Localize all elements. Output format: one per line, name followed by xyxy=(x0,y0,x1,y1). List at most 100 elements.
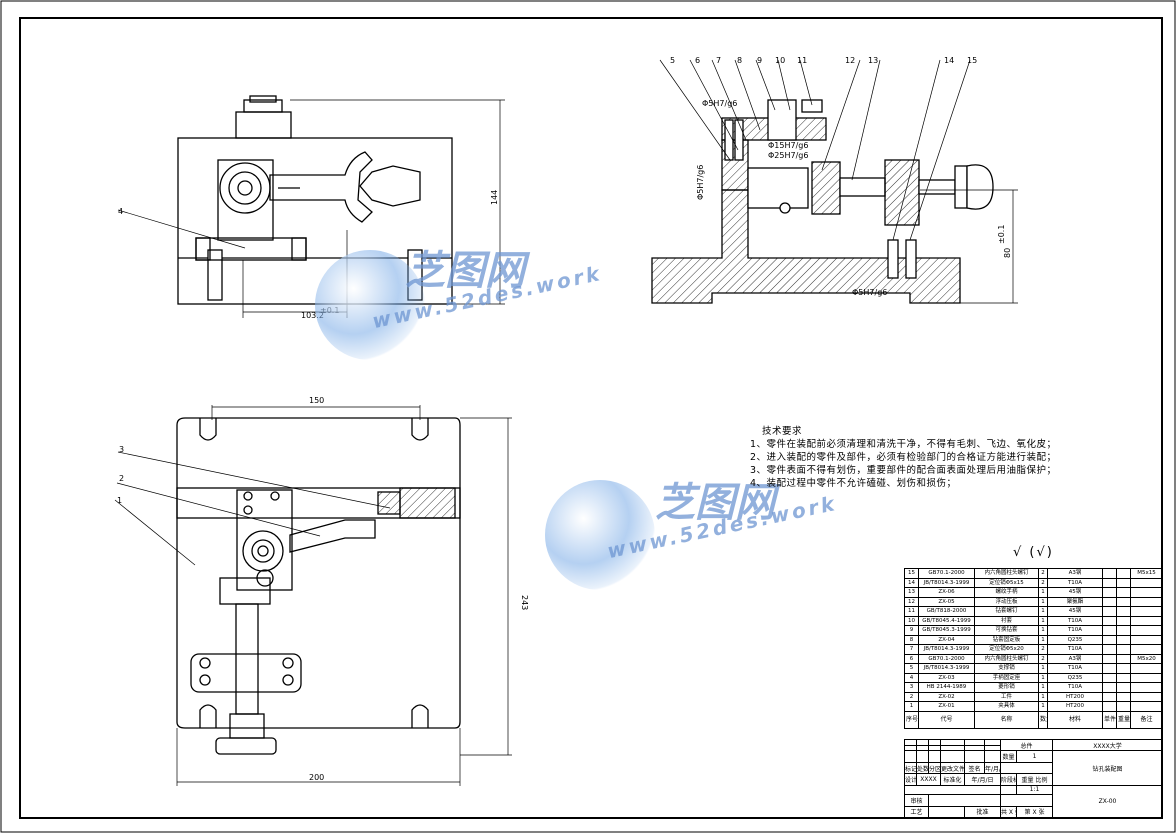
bom-cell-code: ZX-06 xyxy=(918,587,975,598)
fit-callout-1: Φ5H7/g6 xyxy=(702,99,737,108)
surface-roughness-symbol: √ (√) xyxy=(1013,545,1054,560)
bom-cell-code: JB/T8014.3-1999 xyxy=(918,663,975,674)
bom-cell-material: 聚氨酯 xyxy=(1047,596,1103,607)
bom-cell-material: T10A xyxy=(1047,577,1103,588)
bom-cell-note xyxy=(1130,701,1163,712)
bom-cell-note xyxy=(1130,577,1163,588)
svg-text:12: 12 xyxy=(845,56,855,65)
bom-cell-weight-total xyxy=(1116,682,1131,693)
bom-cell-code: GB70.1-2000 xyxy=(918,653,975,664)
svg-text:13: 13 xyxy=(868,56,878,65)
bom-header-name: 名称 xyxy=(974,710,1039,729)
count-label: 处数 xyxy=(916,761,929,775)
bom-cell-material: A3钢 xyxy=(1047,568,1103,579)
signature-label: 签名 xyxy=(964,761,985,775)
bom-cell-name: 内六角圆柱头螺钉 xyxy=(974,568,1039,579)
front-dim-width-tol: ±0.1 xyxy=(320,306,339,315)
bom-cell-weight xyxy=(1102,606,1117,617)
bom-cell-name: 螺纹手柄 xyxy=(974,587,1039,598)
bom-cell-weight xyxy=(1102,625,1117,636)
bom-cell-no: 14 xyxy=(904,577,919,588)
fit-callout-4: Φ5H7/g6 xyxy=(696,165,705,200)
bom-cell-weight-total xyxy=(1116,596,1131,607)
bom-header-weight: 单件 总计 xyxy=(1102,710,1117,729)
bom-cell-qty: 1 xyxy=(1038,625,1048,636)
front-label-4: 4 xyxy=(118,207,123,216)
bom-cell-code: JB/T8014.3-1999 xyxy=(918,577,975,588)
fit-callout-5: Φ5H7/g6 xyxy=(852,288,887,297)
bom-cell-material: T10A xyxy=(1047,682,1103,693)
bom-cell-code: ZX-03 xyxy=(918,672,975,683)
school-name: XXXX大学 xyxy=(1052,738,1164,752)
bom-cell-name: 夹具体 xyxy=(974,701,1039,712)
bom-cell-material: A3钢 xyxy=(1047,653,1103,664)
drawing-number: ZX-00 xyxy=(1052,784,1164,819)
bom-cell-code: GB/T8045.4-1999 xyxy=(918,615,975,626)
bom-cell-no: 7 xyxy=(904,644,919,655)
bom-cell-weight xyxy=(1102,568,1117,579)
plan-label-3: 3 xyxy=(119,445,124,454)
bom-cell-weight xyxy=(1102,644,1117,655)
drawing-name: 钻孔装配图 xyxy=(1052,750,1164,786)
bom-cell-note xyxy=(1130,682,1163,693)
bom-cell-qty: 2 xyxy=(1038,577,1048,588)
tech-item: 3、零件表面不得有划伤，重要部件的配合面表面处理后用油脂保护； xyxy=(750,465,1057,476)
bom-cell-no: 6 xyxy=(904,653,919,664)
bom-cell-name: 手柄固定座 xyxy=(974,672,1039,683)
tech-item: 1、零件在装配前必须清理和清洗干净，不得有毛刺、飞边、氧化皮； xyxy=(750,439,1057,450)
bom-cell-material: Q235 xyxy=(1047,672,1103,683)
bom-cell-weight-total xyxy=(1116,653,1131,664)
bom-cell-weight-total xyxy=(1116,672,1131,683)
bom-cell-note xyxy=(1130,672,1163,683)
bom-cell-weight xyxy=(1102,587,1117,598)
bom-cell-no: 12 xyxy=(904,596,919,607)
bom-cell-code: ZX-05 xyxy=(918,596,975,607)
bom-cell-name: 定位销Φ5x15 xyxy=(974,577,1039,588)
bom-cell-name: 内六角圆柱头螺钉 xyxy=(974,653,1039,664)
plan-label-1: 1 xyxy=(117,496,122,505)
svg-text:9: 9 xyxy=(757,56,762,65)
bom-cell-material: T10A xyxy=(1047,644,1103,655)
fit-callout-2: Φ15H7/g6 xyxy=(768,141,808,150)
bom-cell-weight xyxy=(1102,672,1117,683)
sheet-label: 第 X 张 xyxy=(1015,805,1054,819)
bom-cell-no: 10 xyxy=(904,615,919,626)
bom-cell-no: 4 xyxy=(904,672,919,683)
side-dim-height-tol: ±0.1 xyxy=(997,225,1006,244)
bom-cell-material: 45钢 xyxy=(1047,606,1103,617)
svg-text:6: 6 xyxy=(695,56,700,65)
qty-label: 数量 xyxy=(1000,750,1017,763)
svg-text:14: 14 xyxy=(944,56,954,65)
bom-cell-code: HB 2144-1989 xyxy=(918,682,975,693)
plan-view xyxy=(114,405,512,786)
bom-cell-qty: 1 xyxy=(1038,701,1048,712)
bom-cell-name: 定位销Φ5x20 xyxy=(974,644,1039,655)
bom-cell-note xyxy=(1130,625,1163,636)
design-label: 设计 xyxy=(904,773,917,786)
bom-cell-note xyxy=(1130,596,1163,607)
bom-cell-qty: 1 xyxy=(1038,682,1048,693)
side-section-view xyxy=(651,59,1018,304)
bom-cell-qty: 1 xyxy=(1038,606,1048,617)
stage-label: 阶段标记 xyxy=(1000,773,1017,786)
bom-cell-material: HT200 xyxy=(1047,701,1103,712)
title-block: 总件 XXXX大学 数量 1 钻孔装配图 标记 处数 分区 更改文件号 签名 年… xyxy=(904,738,1164,819)
bom-header-code: 代号 xyxy=(918,710,975,729)
bom-cell-weight-total xyxy=(1116,587,1131,598)
bom-cell-qty: 1 xyxy=(1038,672,1048,683)
bom-cell-qty: 1 xyxy=(1038,663,1048,674)
bom-cell-no: 9 xyxy=(904,625,919,636)
bom-cell-no: 11 xyxy=(904,606,919,617)
bom-cell-no: 5 xyxy=(904,663,919,674)
bom-cell-qty: 2 xyxy=(1038,568,1048,579)
bom-cell-weight xyxy=(1102,653,1117,664)
bom-cell-weight-total xyxy=(1116,701,1131,712)
